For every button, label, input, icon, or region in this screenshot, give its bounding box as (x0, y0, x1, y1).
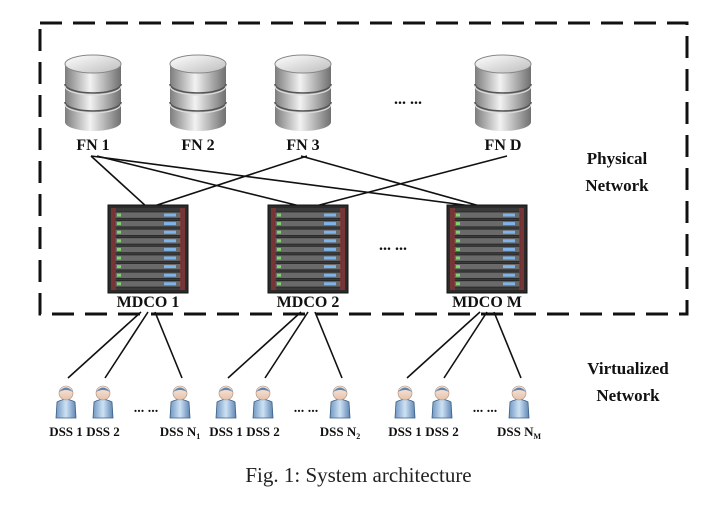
dss-label: DSS 1 (388, 424, 422, 439)
dss-label: DSS 1 (209, 424, 243, 439)
virtual-link (443, 311, 488, 379)
physical-network-label-2: Network (585, 176, 649, 195)
dss-label: DSS 2 (425, 424, 459, 439)
virtual-link (154, 311, 183, 379)
physical-link (96, 155, 309, 209)
figure-caption: Fig. 1: System architecture (245, 463, 472, 487)
virtual-link (104, 311, 149, 379)
virtual-link (67, 311, 142, 379)
mdco-label: MDCO 2 (277, 294, 340, 311)
user-icon (394, 385, 416, 419)
user-icon (92, 385, 114, 419)
fog-node-label: FN 3 (286, 137, 319, 154)
virtualized-network-label-1: Virtualized (587, 359, 669, 378)
user-icon (431, 385, 453, 419)
database-icon (274, 54, 332, 131)
fog-node-label: FN D (485, 137, 522, 154)
dss-ellipsis: ... ... (294, 401, 319, 416)
user-icon (215, 385, 237, 419)
server-rack-icon (107, 204, 189, 294)
user-icon (169, 385, 191, 419)
dss-label: DSS N1 (160, 424, 201, 441)
mdco-label: MDCO M (452, 294, 522, 311)
physical-link (147, 155, 308, 209)
server-rack-icon (446, 204, 528, 294)
physical-link (300, 155, 488, 209)
physical-network-label-1: Physical (587, 149, 648, 168)
fn-ellipsis: ... ... (394, 91, 422, 108)
dss-label: DSS NM (497, 424, 542, 441)
network-links (67, 155, 522, 379)
user-icon (329, 385, 351, 419)
user-icon (252, 385, 274, 419)
mdco-ellipsis: ... ... (379, 237, 407, 254)
fog-node-label: FN 2 (181, 137, 214, 154)
dss-label: DSS 1 (49, 424, 83, 439)
dss-subscript: 1 (196, 432, 200, 441)
virtualized-network-label-2: Network (596, 386, 660, 405)
fog-node-label: FN 1 (76, 137, 109, 154)
mdco-label: MDCO 1 (117, 294, 180, 311)
physical-link (307, 155, 508, 209)
dss-subscript: 2 (356, 432, 360, 441)
virtual-link (314, 311, 343, 379)
user-icon (508, 385, 530, 419)
database-icon (64, 54, 122, 131)
database-icon (474, 54, 532, 131)
virtual-link (227, 311, 302, 379)
virtual-link (264, 311, 309, 379)
user-icon (55, 385, 77, 419)
physical-network-border (38, 21, 689, 316)
physical-link (90, 155, 149, 209)
dss-label: DSS 2 (86, 424, 120, 439)
database-icon (169, 54, 227, 131)
dss-subscript: M (533, 432, 541, 441)
physical-link (90, 155, 488, 209)
virtual-link (493, 311, 522, 379)
server-rack-icon (267, 204, 349, 294)
dss-label: DSS N2 (320, 424, 361, 441)
dss-ellipsis: ... ... (473, 401, 498, 416)
dss-ellipsis: ... ... (134, 401, 159, 416)
virtual-link (406, 311, 481, 379)
dss-label: DSS 2 (246, 424, 280, 439)
